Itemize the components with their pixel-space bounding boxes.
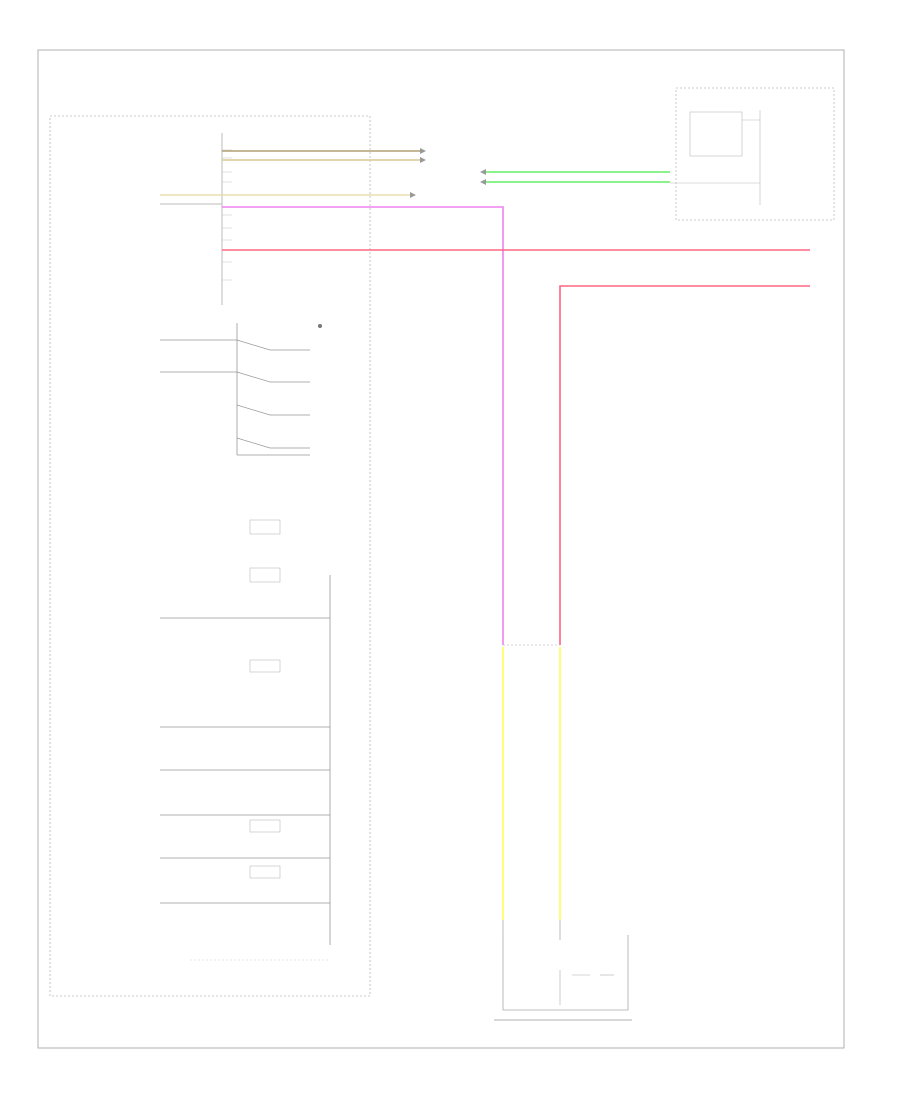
shift-switch-contacts (559, 970, 614, 1005)
ecm-arrow-1 (420, 148, 426, 154)
red-wire-lower (559, 285, 810, 645)
ecm-connector-pins (222, 149, 232, 281)
range-switch-box (249, 519, 281, 535)
ecm-arrow-2 (420, 157, 426, 163)
solenoid-coils (249, 567, 281, 879)
pressure-switch-contacts (160, 339, 310, 456)
green-arrow-2 (480, 179, 486, 185)
shift-switch-box (502, 935, 629, 1011)
solenoid-rows (160, 617, 330, 904)
green-arrow-1 (480, 169, 486, 175)
ipc-box (675, 87, 835, 221)
diagram-frame (37, 49, 845, 1049)
ipc-inner-box (689, 111, 743, 157)
pressure-switch-ground (318, 324, 322, 328)
ecm-arrow-3 (410, 192, 416, 198)
transmission-assembly-box (49, 115, 371, 997)
violet-wire (222, 206, 504, 645)
